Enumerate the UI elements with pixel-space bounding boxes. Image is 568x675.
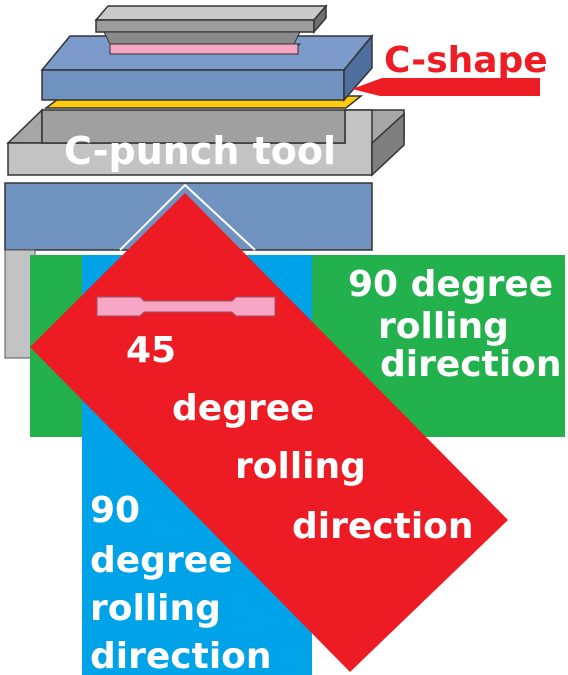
blue-dir-line2: degree [90, 540, 233, 581]
red-dir-line2: degree [172, 388, 315, 429]
c-shape-label: C-shape [384, 40, 548, 81]
punch-notch-outline [119, 183, 256, 251]
green-dir-line1: 90 degree [348, 264, 553, 305]
sheet-red [30, 193, 508, 672]
red-dir-line4: direction [292, 506, 474, 547]
green-dir-line2: rolling [378, 306, 509, 347]
blue-dir-line1: 90 [90, 490, 140, 531]
bottom-die [6, 108, 405, 177]
top-punch [94, 3, 328, 45]
top-specimen [108, 43, 302, 55]
c-shape-arrow [352, 78, 540, 96]
c-punch-tool-label: C-punch tool [64, 129, 336, 173]
blue-dir-line3: rolling [90, 588, 221, 629]
green-dir-line3: direction [380, 344, 562, 385]
blue-dir-line4: direction [90, 636, 272, 675]
red-dir-line3: rolling [235, 446, 366, 487]
red-dir-line1: 45 [126, 330, 176, 371]
dogbone-specimen [96, 296, 276, 317]
